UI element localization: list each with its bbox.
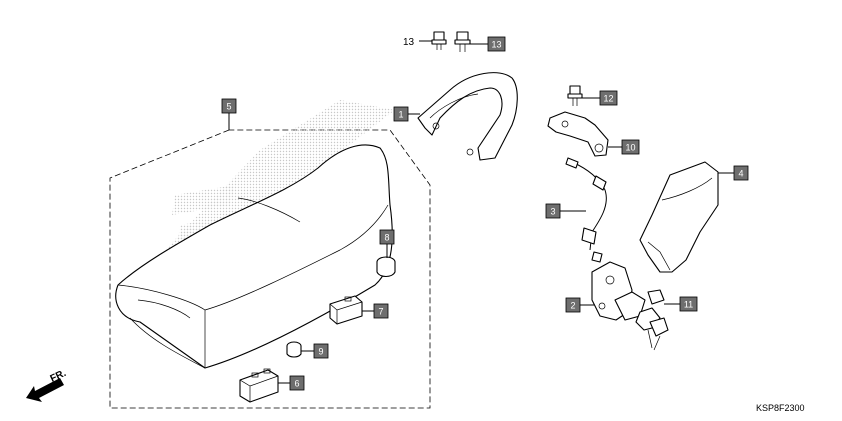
svg-text:5: 5	[226, 102, 231, 112]
front-arrow-icon	[26, 378, 64, 402]
side-cover-part[interactable]	[639, 161, 719, 273]
svg-text:10: 10	[625, 143, 635, 153]
grab-rail-part[interactable]	[417, 72, 518, 161]
rubber-cushion-8[interactable]	[376, 256, 396, 278]
seat-assembly-boundary	[109, 129, 431, 409]
seat-lock-assembly-part[interactable]	[591, 261, 646, 321]
callout-2: 2	[565, 297, 581, 313]
seat-part[interactable]	[115, 144, 393, 369]
callout-4: 4	[733, 165, 749, 181]
svg-text:8: 8	[384, 233, 389, 243]
seat-lock-cable-part[interactable]	[565, 157, 607, 263]
lock-cylinder-key-part[interactable]	[635, 289, 669, 351]
svg-text:6: 6	[294, 379, 299, 389]
callout-10: 10	[621, 139, 640, 155]
svg-text:13: 13	[491, 40, 501, 50]
callout-1: 1	[393, 106, 409, 122]
callout-11: 11	[679, 296, 698, 312]
callout-13-boxed: 13	[487, 36, 506, 52]
svg-text:1: 1	[398, 110, 403, 120]
svg-text:FR.: FR.	[49, 368, 68, 385]
callout-8: 8	[379, 229, 395, 245]
svg-text:7: 7	[378, 307, 383, 317]
callout-12: 12	[599, 90, 618, 106]
bolt-13-b[interactable]	[454, 31, 471, 52]
callout-6: 6	[289, 375, 305, 391]
bolt-13-a[interactable]	[431, 31, 447, 50]
svg-text:4: 4	[738, 169, 743, 179]
callout-9: 9	[313, 343, 329, 359]
rubber-cushion-9[interactable]	[286, 341, 302, 358]
callout-7: 7	[373, 303, 389, 319]
bolt-12[interactable]	[567, 85, 583, 106]
diagram-code: KSP8F2300	[756, 403, 805, 413]
svg-text:3: 3	[550, 207, 555, 217]
svg-text:12: 12	[603, 94, 613, 104]
seat-lock-bracket-part[interactable]	[547, 111, 609, 157]
svg-text:9: 9	[318, 347, 323, 357]
callout-13-plain: 13	[403, 37, 415, 48]
rubber-block-6[interactable]	[239, 368, 279, 403]
leader-lines	[228, 40, 734, 384]
front-direction-marker: FR.	[26, 368, 68, 402]
rubber-block-7[interactable]	[329, 295, 363, 325]
callout-3: 3	[545, 203, 561, 219]
svg-text:2: 2	[570, 301, 575, 311]
callout-5: 5	[221, 98, 237, 114]
svg-text:11: 11	[684, 300, 693, 310]
